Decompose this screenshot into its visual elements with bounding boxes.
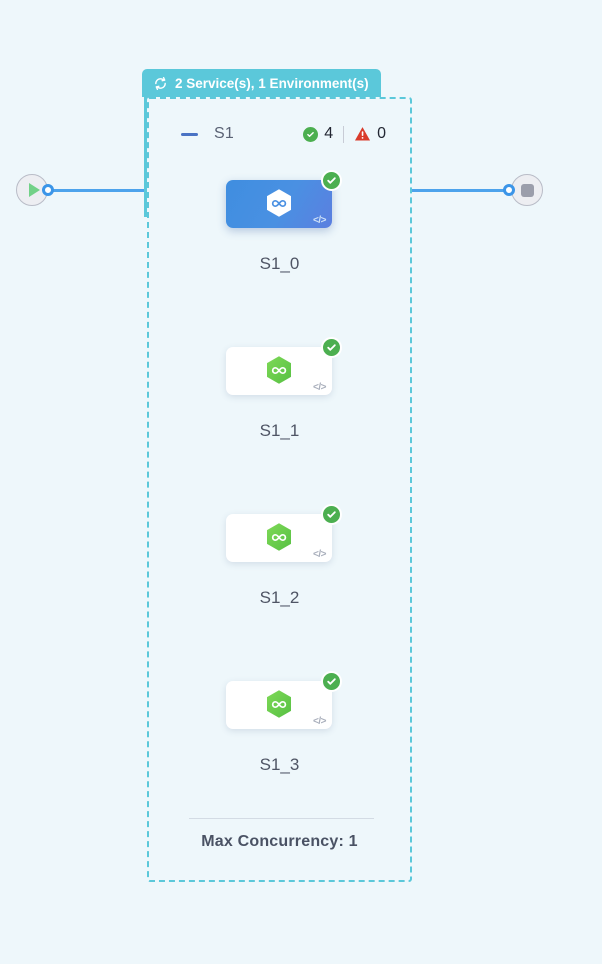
service-hexagon-icon [264,188,294,221]
service-node-s1-1[interactable]: </> [226,337,342,395]
status-check-badge [321,671,342,692]
group-title: S1 [214,125,234,142]
code-icon[interactable]: </> [313,382,326,393]
success-count: 4 [324,125,334,142]
service-node-label-s1-1: S1_1 [259,421,300,440]
end-node[interactable] [511,174,543,206]
refresh-cycle-icon [153,76,168,91]
service-node-s1-3[interactable]: </> [226,671,342,729]
success-count-group: 4 [303,125,333,143]
status-divider [343,125,345,143]
edge-group-to-end [409,189,515,192]
service-node-label-s1-0: S1_0 [259,254,300,273]
warning-triangle-icon [354,126,371,142]
service-hexagon-icon [264,522,294,555]
footer-divider [189,818,374,819]
service-hexagon-icon [264,689,294,722]
stop-icon [520,183,534,197]
status-check-badge [321,504,342,525]
group-header-label: 2 Service(s), 1 Environment(s) [175,75,369,91]
error-count-group: 0 [354,125,386,143]
collapse-dash-icon[interactable] [181,132,198,136]
status-counts: 4 0 [303,125,386,143]
service-node-label-s1-3: S1_3 [259,755,300,774]
service-hexagon-icon [264,355,294,388]
code-icon[interactable]: </> [313,215,326,226]
service-node-s1-0[interactable]: </> [226,170,342,228]
start-node-output-port[interactable] [42,184,54,196]
edge-start-to-group [46,189,148,192]
end-node-input-port[interactable] [503,184,515,196]
max-concurrency-label: Max Concurrency: 1 [201,833,358,850]
error-count: 0 [377,125,386,142]
check-circle-icon [303,126,319,142]
status-check-badge [321,170,342,191]
status-check-badge [321,337,342,358]
code-icon[interactable]: </> [313,716,326,727]
service-node-label-s1-2: S1_2 [259,588,300,607]
code-icon[interactable]: </> [313,549,326,560]
group-status-row: S1 4 [149,121,410,147]
group-header[interactable]: 2 Service(s), 1 Environment(s) [142,69,381,97]
service-node-s1-2[interactable]: </> [226,504,342,562]
play-icon [28,183,40,197]
